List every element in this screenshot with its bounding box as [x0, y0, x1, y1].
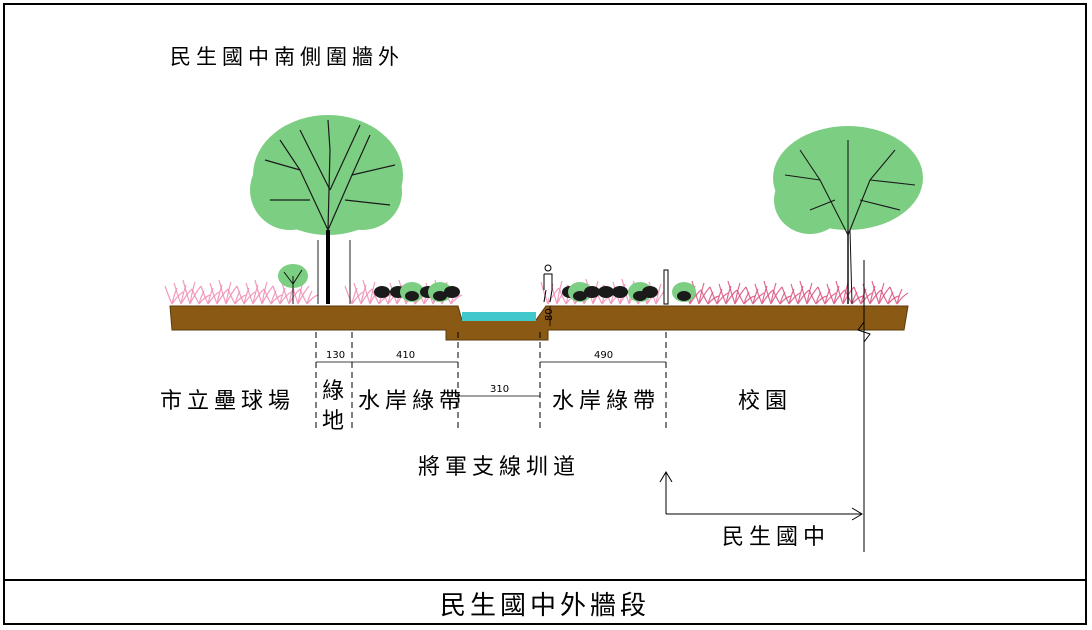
shrub: [405, 291, 419, 301]
grass-tuft: [871, 280, 891, 305]
cross-section-diagram: 民生國中南側圍牆外: [160, 45, 923, 552]
label-green-2: 地: [322, 409, 349, 434]
dim-waterfront-left: 410: [396, 350, 415, 361]
grass-tuft: [254, 279, 274, 305]
person-figure: [543, 264, 553, 303]
grass-tuft: [799, 280, 819, 305]
grass-tuft: [763, 280, 783, 305]
grass-tuft: [299, 288, 319, 305]
large-tree-left: [250, 115, 403, 304]
shrub: [677, 291, 691, 301]
label-channel: 將軍支線圳道: [418, 455, 580, 480]
label-green-1: 綠: [322, 379, 349, 404]
shrub: [584, 286, 600, 298]
zone-dividers: [315, 332, 667, 432]
shrub: [444, 286, 460, 298]
dim-waterfront-right: 490: [594, 350, 613, 361]
shrub: [433, 291, 447, 301]
fence-post: [663, 269, 669, 305]
diagram-caption: 民生國中外牆段: [439, 590, 650, 621]
ground-section: [169, 305, 909, 341]
shrub: [612, 286, 628, 298]
channel-water: [462, 312, 536, 321]
dimension-lines: [316, 361, 666, 397]
label-campus: 校園: [738, 389, 792, 414]
grass-tuft: [218, 279, 238, 305]
label-waterfront-right: 水岸綠帶: [552, 389, 660, 414]
small-tree-left: [278, 264, 308, 304]
dim-channel: 310: [490, 384, 509, 395]
shrub: [374, 286, 390, 298]
grass-tuft: [889, 286, 909, 305]
shrub: [642, 286, 658, 298]
label-school: 民生國中: [722, 525, 830, 550]
dim-green: 130: [326, 350, 345, 361]
shrub: [598, 286, 614, 298]
shrubs-left-bank: [374, 282, 460, 302]
caption-bar: 民生國中外牆段: [3, 579, 1087, 625]
large-tree-right: [773, 126, 923, 305]
diagram-title: 民生國中南側圍牆外: [170, 45, 404, 69]
ornamental-grass-band: [164, 278, 909, 305]
label-waterfront-left: 水岸綠帶: [358, 389, 466, 414]
grass-tuft: [727, 280, 747, 305]
shrubs-right-bank: [562, 282, 696, 302]
label-ballfield: 市立壘球場: [160, 389, 295, 414]
depth-dimension-label: 80: [544, 308, 555, 321]
school-boundary-indicator: [659, 260, 871, 552]
grass-tuft: [182, 279, 202, 305]
shrub: [573, 291, 587, 301]
